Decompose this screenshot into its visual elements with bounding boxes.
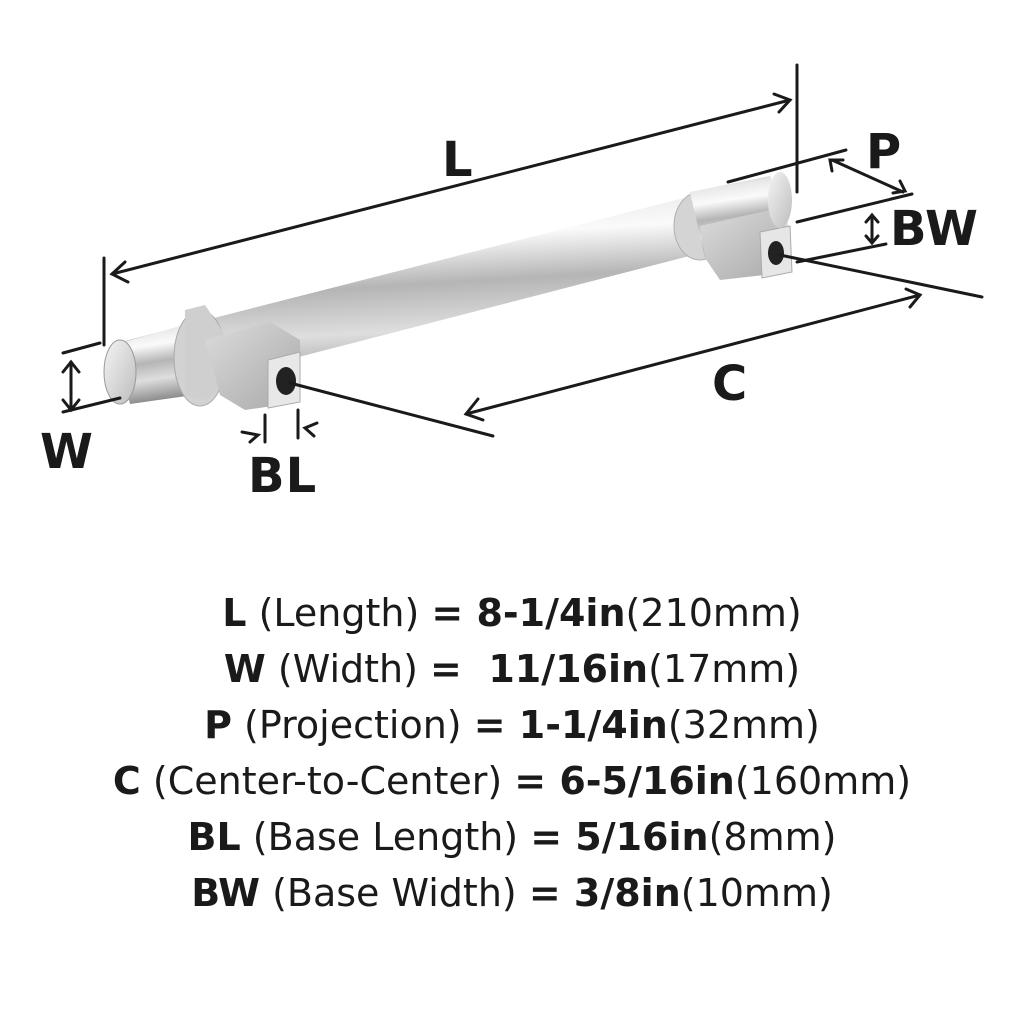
- P-dimension-line: [830, 158, 905, 194]
- spec-row-projection: P (Projection) = 1-1/4in(32mm): [0, 697, 1024, 753]
- spec-description: (Base Length): [240, 815, 531, 859]
- spec-equals: =: [473, 703, 519, 747]
- bar-pull-drawing: [61, 63, 984, 444]
- spec-description: (Projection): [231, 703, 474, 747]
- dimension-label-BW: BW: [890, 201, 979, 257]
- spec-row-base-width: BW (Base Width) = 3/8in(10mm): [0, 865, 1024, 921]
- spec-description: (Center-to-Center): [140, 759, 515, 803]
- spec-metric-value: (10mm): [680, 871, 833, 915]
- spec-row-base-length: BL (Base Length) = 5/16in(8mm): [0, 809, 1024, 865]
- spec-imperial-value: 5/16in: [575, 815, 709, 859]
- spec-description: (Base Width): [260, 871, 529, 915]
- dimension-label-P: P: [866, 124, 903, 180]
- spec-equals: =: [430, 647, 489, 691]
- C-leader-right: [778, 253, 984, 299]
- spec-key: W: [223, 647, 266, 691]
- specifications-list: L (Length) = 8-1/4in(210mm) W (Width) = …: [0, 585, 1024, 921]
- end-cap: [103, 339, 137, 405]
- dimension-label-C: C: [712, 356, 749, 412]
- spec-row-width: W (Width) = 11/16in(17mm): [0, 641, 1024, 697]
- left-post: [103, 305, 301, 410]
- C-dimension-line: [464, 293, 922, 416]
- spec-metric-value: (210mm): [625, 591, 802, 635]
- spec-row-center-to-center: C (Center-to-Center) = 6-5/16in(160mm): [0, 753, 1024, 809]
- spec-key: P: [204, 703, 232, 747]
- spec-key: L: [222, 591, 247, 635]
- dimension-label-BL: BL: [248, 448, 318, 504]
- spec-key: BL: [187, 815, 241, 859]
- left-screw-hole: [276, 367, 296, 395]
- spec-equals: =: [528, 871, 574, 915]
- spec-row-length: L (Length) = 8-1/4in(210mm): [0, 585, 1024, 641]
- spec-equals: =: [431, 591, 477, 635]
- spec-description: (Length): [246, 591, 432, 635]
- spec-key: C: [112, 759, 141, 803]
- L-dimension-line: [110, 98, 792, 276]
- spec-metric-value: (8mm): [708, 815, 837, 859]
- product-dimension-diagram: L W P BW C BL: [40, 63, 984, 504]
- dimension-label-W: W: [40, 424, 94, 480]
- spec-key: BW: [191, 871, 260, 915]
- spec-equals: =: [530, 815, 576, 859]
- spec-imperial-value: 6-5/16in: [559, 759, 735, 803]
- spec-metric-value: (32mm): [667, 703, 820, 747]
- spec-metric-value: (160mm): [734, 759, 912, 803]
- C-leader-left: [288, 381, 495, 438]
- right-post: [673, 172, 793, 280]
- spec-imperial-value: 1-1/4in: [518, 703, 668, 747]
- right-screw-hole: [768, 241, 784, 265]
- dimension-label-L: L: [442, 132, 474, 188]
- spec-imperial-value: 8-1/4in: [476, 591, 626, 635]
- spec-description: (Width): [265, 647, 431, 691]
- spec-metric-value: (17mm): [648, 647, 801, 691]
- spec-equals: =: [514, 759, 560, 803]
- spec-imperial-value: 3/8in: [573, 871, 681, 915]
- spec-imperial-value: 11/16in: [488, 647, 649, 691]
